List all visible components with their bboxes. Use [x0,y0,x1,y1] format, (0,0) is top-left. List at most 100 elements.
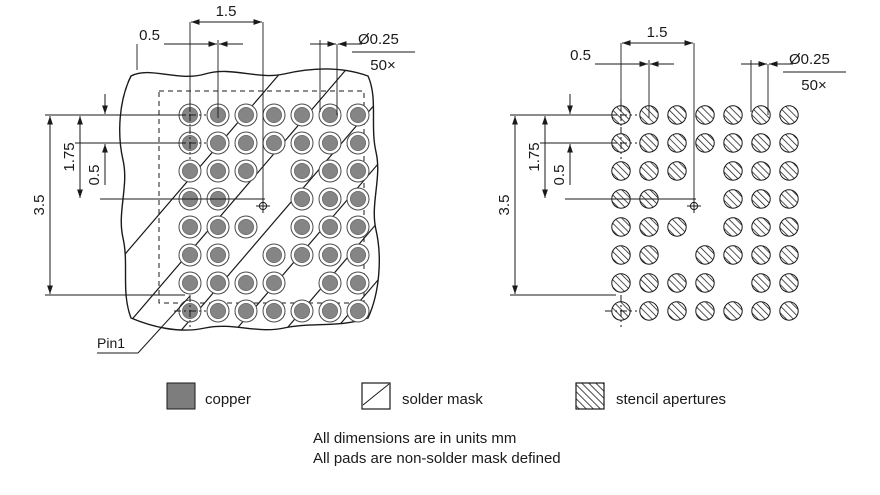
copper-pad [262,131,286,155]
legend-label-stencil: stencil apertures [616,391,726,408]
copper-pad [262,271,286,295]
dim-inner-vertical-right: 1.75 [526,116,548,198]
dim-inner-vertical-left: 1.75 [61,116,83,198]
stencil-aperture [667,301,687,321]
stencil-aperture [751,217,771,237]
note-line-2: All pads are non-solder mask defined [313,450,561,467]
right-vert-extension-lines [510,114,696,296]
legend-label-solder-mask: solder mask [402,391,483,408]
dim-pitch-vertical-left: 0.5 [86,94,108,186]
copper-pad [290,299,314,323]
stencil-aperture [611,217,631,237]
stencil-aperture [667,161,687,181]
dim-3-5-right: 3.5 [496,195,513,216]
copper-pad [178,159,202,183]
copper-pad [206,159,230,183]
dim-offset-horizontal-left: 0.5 [139,27,243,47]
dim-pitch-horizontal-left: 1.5 [191,3,262,25]
board-outline [119,68,380,331]
dim-0-5-vert-right: 0.5 [551,165,568,186]
stencil-aperture [611,245,631,265]
stencil-aperture [695,301,715,321]
copper-pad [346,159,370,183]
stencil-aperture [779,273,799,293]
stencil-aperture [779,217,799,237]
stencil-aperture [611,161,631,181]
copper-pad [318,187,342,211]
copper-pad [290,131,314,155]
copper-pad [290,159,314,183]
dim-pad-diameter-left: Ø0.25 50× [310,31,415,74]
copper-pad [178,215,202,239]
copper-pad [346,215,370,239]
stencil-aperture [723,217,743,237]
copper-pad [318,299,342,323]
dim-aperture-diameter-right: Ø0.25 50× [741,51,846,94]
pad-center-mark [174,295,206,327]
left-vert-extension-lines [45,114,265,296]
dim-pitch-vertical-right: 0.5 [551,94,573,186]
stencil-aperture [667,133,687,153]
stencil-aperture [695,245,715,265]
copper-pad [262,243,286,267]
stencil-aperture [695,273,715,293]
stencil-aperture [751,133,771,153]
dim-pitch-horizontal-right: 1.5 [622,24,693,46]
stencil-aperture [611,273,631,293]
copper-pad [234,271,258,295]
center-mark-left [256,199,270,213]
copper-pad [234,299,258,323]
right-stencil-view: 1.5 0.5 Ø0.25 50× 3.5 [496,24,846,327]
pin1-label: Pin1 [97,335,125,351]
copper-pad [262,299,286,323]
dim-3-5-left: 3.5 [31,195,48,216]
copper-pad [178,243,202,267]
copper-pad [290,215,314,239]
legend: copper solder mask stencil apertures [166,382,726,410]
copper-pad [234,131,258,155]
copper-pad [290,103,314,127]
copper-pad [206,215,230,239]
stencil-aperture [639,133,659,153]
copper-pad [346,131,370,155]
dim-diameter-right: Ø0.25 [789,51,830,68]
copper-pad [318,131,342,155]
copper-pad [318,243,342,267]
stencil-aperture [639,301,659,321]
legend-item-copper: copper [166,382,251,410]
copper-pad [290,243,314,267]
dim-1-5-right: 1.5 [647,24,668,41]
left-copper-view: 1.5 0.5 Ø0.25 50× 3.5 [31,3,415,354]
copper-pad [346,271,370,295]
solder-mask-swatch-hatch [362,383,390,406]
stencil-aperture [695,105,715,125]
dim-0-5-left: 0.5 [139,27,160,44]
center-mark-right [687,199,701,213]
copper-pad [318,103,342,127]
copper-pad [234,159,258,183]
copper-pad [346,243,370,267]
copper-pad [346,103,370,127]
dim-overall-vertical-left: 3.5 [31,116,53,294]
copper-pad [262,103,286,127]
dim-offset-horizontal-right: 0.5 [570,47,674,67]
stencil-aperture [723,301,743,321]
dim-0-5-vert-left: 0.5 [86,165,103,186]
copper-pad [318,271,342,295]
copper-pad [234,215,258,239]
copper-pad [234,103,258,127]
stencil-aperture [723,245,743,265]
stencil-aperture [779,105,799,125]
left-extension-lines [136,22,338,200]
note-line-1: All dimensions are in units mm [313,430,516,447]
stencil-aperture [751,161,771,181]
stencil-aperture [779,301,799,321]
copper-swatch-icon [166,382,196,410]
stencil-aperture [779,161,799,181]
stencil-aperture [751,105,771,125]
dim-0-5-right: 0.5 [570,47,591,64]
copper-pad [346,299,370,323]
copper-pad [206,271,230,295]
stencil-aperture [779,133,799,153]
copper-pad [318,159,342,183]
